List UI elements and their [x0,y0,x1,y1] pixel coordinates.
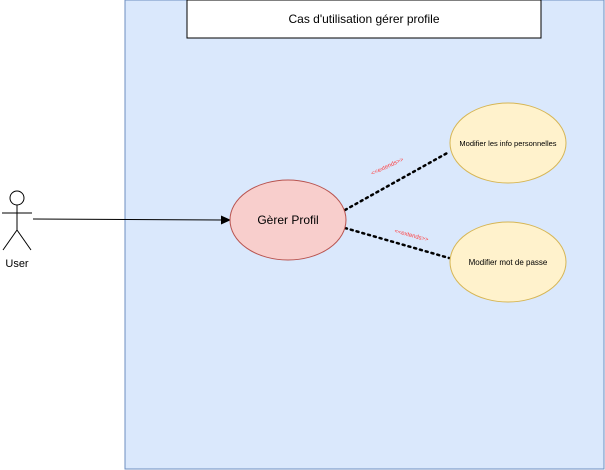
extend-line-info [343,150,451,212]
actor-label: User [5,258,29,270]
extend-line-password [343,226,451,260]
use-case-modifier-mot-de-passe[interactable] [449,221,567,303]
association-line [32,218,223,221]
actor-left-leg [2,229,18,251]
use-case-modifier-info-label: Modifier les info personnelles [459,139,556,148]
use-case-modifier-info[interactable] [449,102,567,184]
actor-head [9,190,25,206]
actor-right-leg [16,229,32,251]
use-case-modifier-mot-de-passe-label: Modifier mot de passe [469,258,548,267]
use-case-gerer-profil-label: Gèrer Profil [257,213,318,227]
actor-user[interactable] [2,190,32,251]
association-arrowhead [221,215,231,225]
system-title-box [186,0,542,39]
system-title: Cas d'utilisation gérer profile [288,12,439,26]
use-case-gerer-profil[interactable] [229,179,347,261]
